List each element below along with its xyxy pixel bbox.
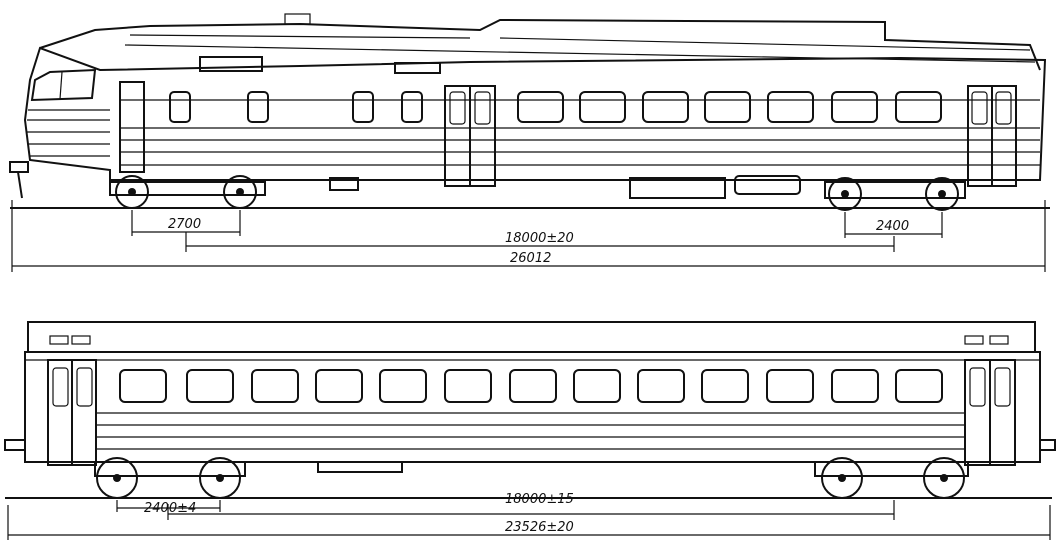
motor-car-rear-bogie-base-label: 2400 xyxy=(876,219,909,234)
trailer-car-rear-coupler xyxy=(1039,439,1056,451)
trailer-car-bogie-base-label: 2400±4 xyxy=(144,501,196,516)
trailer-car-underframe-box xyxy=(317,461,403,473)
trailer-car-doors xyxy=(47,359,1016,466)
motor-car-front-bogie xyxy=(109,175,266,209)
motor-car-bogie-base-label: 2700 xyxy=(168,217,201,232)
motor-car-roof-box xyxy=(199,56,263,72)
trailer-car xyxy=(4,321,1056,499)
motor-car-underframe-box xyxy=(629,177,726,199)
motor-car-rear-bogie xyxy=(824,177,966,211)
trailer-car-dimensions: 2400±4 18000±15 23526±20 xyxy=(7,492,1051,540)
trailer-car-windows xyxy=(119,369,943,403)
trailer-car-rear-bogie xyxy=(814,457,969,499)
trailer-car-body xyxy=(24,351,1041,463)
motor-car-overall-length-label: 26012 xyxy=(510,251,551,266)
motor-car-small-windows xyxy=(169,91,423,123)
motor-car-bogie-centers-label: 18000±20 xyxy=(505,231,574,246)
motor-car-cab-door xyxy=(119,81,145,173)
motor-car-windshield xyxy=(30,68,97,102)
motor-car-dimensions: 2700 2400 18000±20 26012 xyxy=(11,200,1046,272)
motor-car-body xyxy=(23,46,1047,181)
trailer-car-bogie-centers-label: 18000±15 xyxy=(505,492,574,507)
motor-car xyxy=(9,13,1050,211)
motor-car-roof-equipment xyxy=(39,18,1041,71)
trailer-car-roof xyxy=(27,321,1036,353)
motor-car-doors xyxy=(444,85,1017,187)
motor-car-coupler xyxy=(9,161,29,199)
motor-car-windows xyxy=(517,91,942,123)
trailer-car-front-coupler xyxy=(4,439,26,451)
trailer-car-overall-length-label: 23526±20 xyxy=(505,520,574,535)
trailer-car-front-bogie xyxy=(94,457,246,499)
